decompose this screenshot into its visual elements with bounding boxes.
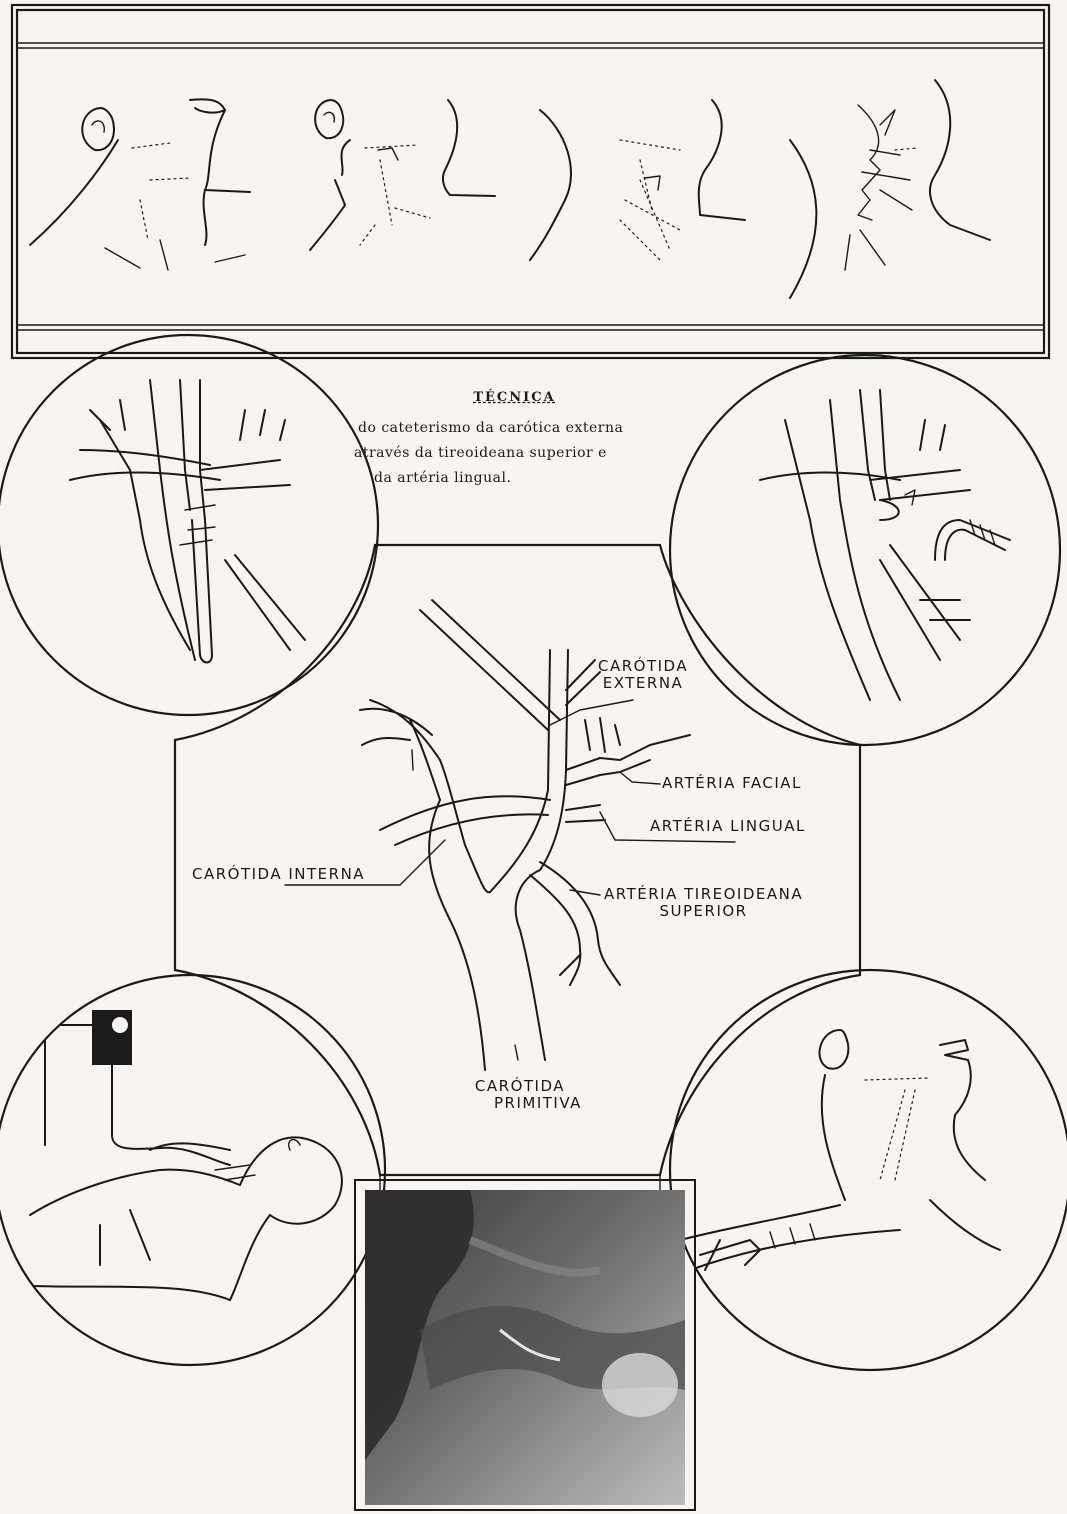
caption-line-3: da artéria lingual. [352,466,677,491]
top-stages-panel [12,5,1049,358]
circle-bottom-left [0,975,385,1365]
label-carotida-externa-line2: EXTERNA [598,675,688,692]
circle-top-right [670,355,1060,745]
label-carotida-primitiva-line2: PRIMITIVA [458,1095,582,1112]
label-tireoideana-line2: SUPERIOR [604,903,803,920]
label-carotida-externa: CARÓTIDA EXTERNA [598,658,688,692]
caption-line-1: do cateterismo da carótica externa [352,416,677,441]
technique-caption: TÉCNICA do cateterismo da carótica exter… [352,385,677,491]
label-arteria-facial: ARTÉRIA FACIAL [662,775,802,792]
label-tireoideana-line1: ARTÉRIA TIREOIDEANA [604,886,803,903]
label-arteria-tireoideana: ARTÉRIA TIREOIDEANA SUPERIOR [604,886,803,920]
label-carotida-primitiva: CARÓTIDA PRIMITIVA [458,1078,582,1112]
label-carotida-externa-line1: CARÓTIDA [598,658,688,675]
xray-photograph [355,1180,695,1510]
label-carotida-primitiva-line1: CARÓTIDA [458,1078,582,1095]
caption-line-2: através da tireoideana superior e [352,441,677,466]
caption-title: TÉCNICA [352,385,677,410]
stage-4-neck [790,80,990,298]
label-arteria-lingual: ARTÉRIA LINGUAL [650,818,806,835]
circle-top-left [0,335,378,715]
stage-2-neck [310,100,495,250]
circle-bottom-right [670,970,1067,1370]
stage-3-neck [530,100,745,260]
label-carotida-interna: CARÓTIDA INTERNA [192,866,365,883]
stage-1-neck [30,99,250,270]
